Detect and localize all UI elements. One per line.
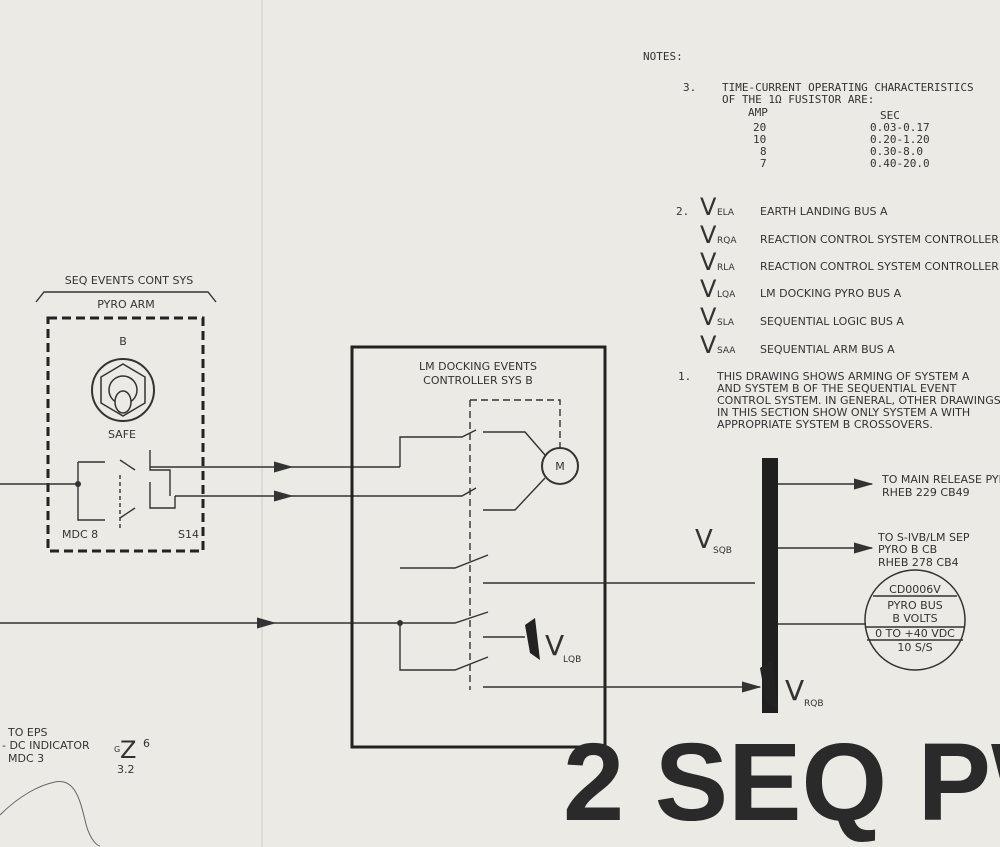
panel-id: MDC 8 bbox=[62, 528, 98, 541]
fusistor-icon bbox=[525, 618, 540, 660]
v-symbol: V bbox=[695, 525, 713, 555]
bus-code: LQA bbox=[717, 290, 736, 300]
eps-label: MDC 3 bbox=[8, 752, 44, 765]
bus-desc: EARTH LANDING BUS A bbox=[760, 205, 888, 218]
meter-range: 0 TO +40 VDC bbox=[875, 627, 955, 640]
note-text: APPROPRIATE SYSTEM B CROSSOVERS. bbox=[717, 418, 933, 431]
relay-contacts bbox=[399, 399, 762, 693]
ref-sheet: 3.2 bbox=[117, 763, 135, 776]
meter-id: CD0006V bbox=[889, 583, 941, 596]
note-number: 1. bbox=[678, 370, 691, 383]
controller-title: CONTROLLER SYS B bbox=[423, 374, 533, 387]
switch-position-label: B bbox=[119, 335, 127, 348]
ref-g: G bbox=[114, 745, 120, 754]
note-text: IN THIS SECTION SHOW ONLY SYSTEM A WITH bbox=[717, 406, 970, 419]
note-text: TIME-CURRENT OPERATING CHARACTERISTICS bbox=[722, 81, 974, 94]
bracket bbox=[35, 291, 217, 303]
table-cell: 0.30-8.0 bbox=[870, 145, 923, 158]
bus-code: RLA bbox=[717, 263, 735, 273]
controller-border bbox=[350, 345, 607, 749]
eps-label: - DC INDICATOR bbox=[2, 739, 90, 752]
table-cell: 20 bbox=[753, 121, 766, 134]
output-label: PYRO B CB bbox=[878, 543, 937, 556]
bus-desc: REACTION CONTROL SYSTEM CONTROLLER bbox=[760, 233, 999, 246]
bus-code: SQB bbox=[713, 546, 732, 556]
motor-label: M bbox=[555, 460, 565, 473]
notes-header: NOTES: bbox=[643, 50, 683, 63]
notes: NOTES: 3. TIME-CURRENT OPERATING CHARACT… bbox=[643, 50, 1000, 431]
fusistor-icon bbox=[760, 660, 778, 710]
switch-id: S14 bbox=[178, 528, 199, 541]
bus-code: LQB bbox=[563, 655, 581, 665]
bus-desc: REACTION CONTROL SYSTEM CONTROLLER bbox=[760, 260, 999, 273]
safe-label: SAFE bbox=[108, 428, 136, 441]
bus-desc: LM DOCKING PYRO BUS A bbox=[760, 287, 902, 300]
v-symbol: V bbox=[700, 221, 717, 249]
controller-title: LM DOCKING EVENTS bbox=[419, 360, 537, 373]
bus-code: ELA bbox=[717, 208, 735, 218]
wiring bbox=[0, 461, 400, 629]
table-cell: 7 bbox=[760, 157, 767, 170]
note-text: OF THE 1Ω FUSISTOR ARE: bbox=[722, 93, 874, 106]
eps-reference: TO EPS - DC INDICATOR MDC 3 bbox=[2, 726, 90, 765]
toggle-switch-icon[interactable] bbox=[91, 358, 155, 422]
note-text: THIS DRAWING SHOWS ARMING OF SYSTEM A bbox=[716, 370, 970, 383]
v-symbol: V bbox=[700, 248, 717, 276]
note-text: CONTROL SYSTEM. IN GENERAL, OTHER DRAWIN… bbox=[717, 394, 1000, 407]
sqb-bus: V SQB TO MAIN RELEASE PYRO RHEB 229 CB49… bbox=[695, 458, 1000, 713]
controller-box: LM DOCKING EVENTS CONTROLLER SYS B M V L… bbox=[350, 345, 762, 749]
zone-reference: G Z 6 3.2 bbox=[114, 736, 150, 776]
bus-code: RQA bbox=[717, 236, 737, 246]
meter-rate: 10 S/S bbox=[897, 641, 932, 654]
pyro-arm-panel: SEQ EVENTS CONT SYS PYRO ARM B SAFE MDC … bbox=[35, 274, 217, 553]
table-header: SEC bbox=[880, 109, 900, 122]
output-label: RHEB 278 CB4 bbox=[878, 556, 959, 569]
output-label: TO S-IVB/LM SEP bbox=[877, 531, 970, 544]
note-text: AND SYSTEM B OF THE SEQUENTIAL EVENT bbox=[717, 382, 957, 395]
output-label: TO MAIN RELEASE PYRO bbox=[881, 473, 1000, 486]
v-symbol: V bbox=[785, 674, 804, 707]
bus-desc: SEQUENTIAL LOGIC BUS A bbox=[760, 315, 904, 328]
ref-n: 6 bbox=[143, 737, 150, 750]
ref-z: Z bbox=[120, 736, 136, 764]
table-cell: 0.20-1.20 bbox=[870, 133, 930, 146]
bus-code: RQB bbox=[804, 699, 824, 709]
output-label: RHEB 229 CB49 bbox=[882, 486, 970, 499]
note-number: 3. bbox=[683, 81, 696, 94]
bus-code: SAA bbox=[717, 346, 736, 356]
v-symbol: V bbox=[545, 629, 564, 662]
motor-icon: M bbox=[541, 447, 579, 485]
table-cell: 0.03-0.17 bbox=[870, 121, 930, 134]
bus-bar bbox=[762, 458, 778, 713]
section-banner: 2 SEQ PW bbox=[563, 721, 1000, 844]
panel-subtitle: PYRO ARM bbox=[97, 298, 155, 311]
table-cell: 0.40-20.0 bbox=[870, 157, 930, 170]
fusistor-table: 20 0.03-0.17 10 0.20-1.20 8 0.30-8.0 7 0… bbox=[753, 121, 930, 170]
meter-label: B VOLTS bbox=[892, 612, 937, 625]
v-symbol: V bbox=[700, 331, 717, 359]
table-header: AMP bbox=[748, 106, 768, 119]
bus-code: SLA bbox=[717, 318, 735, 328]
meter-label: PYRO BUS bbox=[887, 599, 943, 612]
dashed-panel-border bbox=[46, 316, 205, 553]
note1-text: THIS DRAWING SHOWS ARMING OF SYSTEM A AN… bbox=[716, 370, 1000, 431]
eps-label: TO EPS bbox=[7, 726, 47, 739]
telemetry-meter: CD0006V PYRO BUS B VOLTS 0 TO +40 VDC 10… bbox=[864, 569, 966, 671]
v-symbol: V bbox=[700, 303, 717, 331]
table-cell: 10 bbox=[753, 133, 766, 146]
handwritten-mark bbox=[0, 781, 101, 847]
note-number: 2. bbox=[676, 205, 689, 218]
switch-contacts bbox=[77, 450, 176, 530]
panel-title: SEQ EVENTS CONT SYS bbox=[65, 274, 193, 287]
v-symbol: V bbox=[700, 275, 717, 303]
bus-desc: SEQUENTIAL ARM BUS A bbox=[760, 343, 895, 356]
v-symbol: V bbox=[700, 193, 717, 221]
table-cell: 8 bbox=[760, 145, 767, 158]
